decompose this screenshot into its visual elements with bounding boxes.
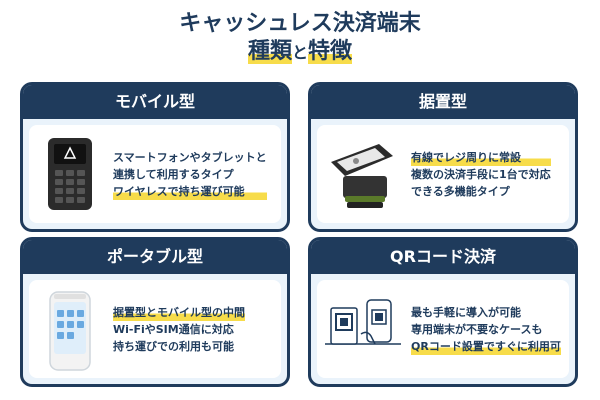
card-body: 据置型とモバイル型の中間 Wi-FiやSIM通信に対応 持ち運びでの利用も可能 [29, 280, 281, 378]
card-line: スマートフォンやタブレットと [113, 150, 267, 164]
card-line-highlight: 有線でレジ周りに常設 [411, 148, 551, 166]
card-line: 持ち運びでの利用も可能 [113, 339, 234, 353]
mobile-terminal-icon [35, 129, 105, 219]
card-portable: ポータブル型 据置型とモバイル型の中間 Wi-FiやSIM通信に対応 持ち運びで… [20, 237, 290, 387]
card-line: 有線でレジ周りに常設 [411, 148, 551, 166]
card-heading: モバイル型 [23, 85, 287, 119]
title-line1: キャッシュレス決済端末 [179, 11, 421, 36]
title-word-types: 種類 [247, 39, 292, 64]
card-text: 有線でレジ周りに常設 複数の決済手段に1台で対応 できる多機能タイプ [403, 148, 551, 200]
card-heading: ポータブル型 [23, 240, 287, 274]
qr-code-icon [323, 284, 403, 374]
card-line-highlight: QRコード設置ですぐに利用可 [411, 337, 561, 355]
card-line-highlight: 据置型とモバイル型の中間 [113, 303, 245, 321]
card-line: できる多機能タイプ [411, 184, 510, 198]
card-line: QRコード設置ですぐに利用可 [411, 337, 561, 355]
card-qr: QRコード決済 最も手軽に導入が可能 専用端末が不要なケースも QRコード設置で… [308, 237, 578, 387]
card-text: 最も手軽に導入が可能 専用端末が不要なケースも QRコード設置ですぐに利用可 [403, 304, 561, 355]
title-line2: 種類と特徴 [0, 38, 600, 67]
portable-terminal-icon [35, 284, 105, 374]
card-text: 据置型とモバイル型の中間 Wi-FiやSIM通信に対応 持ち運びでの利用も可能 [105, 303, 245, 355]
card-line: 専用端末が不要なケースも [411, 322, 543, 336]
card-body: 有線でレジ周りに常設 複数の決済手段に1台で対応 できる多機能タイプ [317, 125, 569, 223]
card-stationary: 据置型 有線でレジ周りに常設 複数の決済手段に1台で対応 できる多機能タイプ [308, 82, 578, 232]
card-line: Wi-FiやSIM通信に対応 [113, 322, 234, 336]
card-line: 最も手軽に導入が可能 [411, 305, 521, 319]
card-line: 据置型とモバイル型の中間 [113, 303, 245, 321]
card-mobile: モバイル型 スマートフォンやタブレットと 連携して利用するタイプ ワイヤレスで持… [20, 82, 290, 232]
card-line-highlight: ワイヤレスで持ち運び可能 [113, 182, 267, 200]
card-line: ワイヤレスで持ち運び可能 [113, 182, 267, 200]
card-body: スマートフォンやタブレットと 連携して利用するタイプ ワイヤレスで持ち運び可能 [29, 125, 281, 223]
stationary-terminal-icon [323, 129, 403, 219]
card-heading: 据置型 [311, 85, 575, 119]
page-title: キャッシュレス決済端末 種類と特徴 [0, 10, 600, 67]
title-conj: と [291, 43, 308, 62]
card-text: スマートフォンやタブレットと 連携して利用するタイプ ワイヤレスで持ち運び可能 [105, 149, 267, 200]
card-line: 複数の決済手段に1台で対応 [411, 167, 551, 181]
card-line: 連携して利用するタイプ [113, 167, 234, 181]
title-word-features: 特徴 [308, 39, 353, 64]
card-body: 最も手軽に導入が可能 専用端末が不要なケースも QRコード設置ですぐに利用可 [317, 280, 569, 378]
card-heading: QRコード決済 [311, 240, 575, 274]
